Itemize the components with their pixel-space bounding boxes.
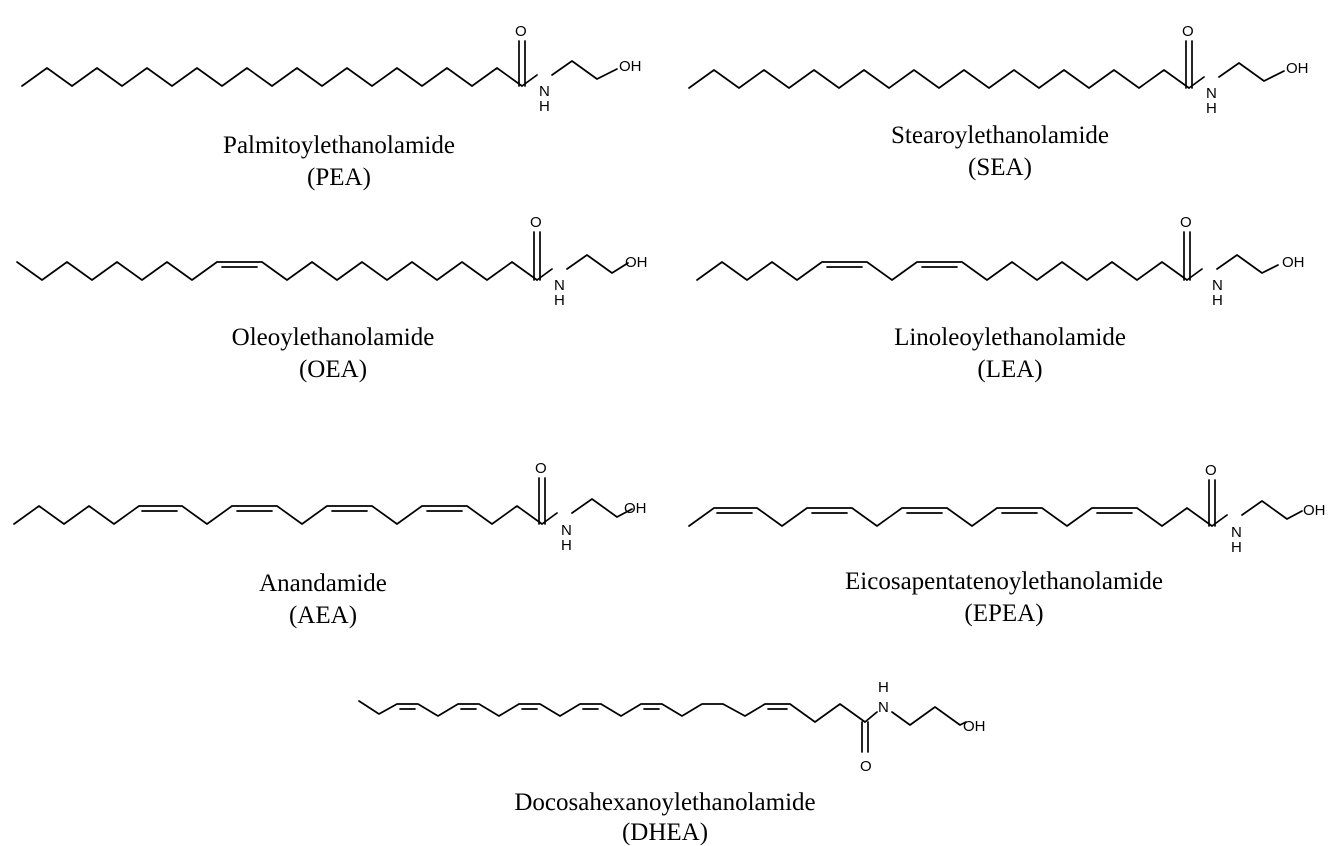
lea-name: Linoleoylethanolamide [894, 324, 1126, 351]
oea-amide-bonds [536, 254, 629, 281]
epea-carbon-chain [688, 507, 1213, 527]
epea-oxygen-label: O [1205, 462, 1217, 479]
epea-nitrogen-label: N [1231, 524, 1242, 541]
molecule-dhea: O H N OH Docosahexanoylethanolamide (DHE… [358, 679, 986, 846]
dhea-name: Docosahexanoylethanolamide [514, 789, 815, 816]
dhea-amide-bonds [864, 706, 967, 726]
molecule-aea: O N H OH Anandamide (AEA) [13, 460, 647, 629]
lea-carbon-chain [696, 261, 1188, 281]
oea-hydrogen-label: H [554, 292, 565, 309]
oea-nitrogen-label: N [554, 277, 565, 294]
molecule-oea: O N H OH Oleoylethanolamide (OEA) [16, 214, 648, 383]
lea-nitrogen-label: N [1212, 277, 1223, 294]
oea-abbreviation: (OEA) [299, 356, 367, 383]
sea-nitrogen-label: N [1206, 85, 1217, 102]
epea-hydroxyl-label: OH [1303, 502, 1326, 519]
sea-carbon-chain [688, 69, 1190, 89]
sea-hydrogen-label: H [1206, 100, 1217, 117]
dhea-hydrogen-label: H [878, 679, 889, 696]
sea-amide-bonds [1188, 62, 1285, 89]
epea-carbonyl-double-bond [1208, 479, 1216, 527]
dhea-oxygen-label: O [860, 758, 872, 775]
oea-carbonyl-double-bond [533, 231, 541, 281]
dhea-nitrogen-label: N [878, 699, 889, 716]
aea-oxygen-label: O [535, 460, 547, 477]
molecule-sea: O N H OH Stearoylethanolamide (SEA) [688, 23, 1309, 181]
dhea-abbreviation: (DHEA) [622, 819, 708, 846]
sea-abbreviation: (SEA) [968, 154, 1032, 181]
aea-carbon-chain [13, 505, 543, 525]
oea-carbon-chain [16, 261, 538, 281]
pea-hydrogen-label: H [539, 98, 550, 115]
pea-carbon-chain [21, 67, 523, 87]
aea-hydrogen-label: H [561, 537, 572, 554]
aea-abbreviation: (AEA) [289, 602, 357, 629]
lea-abbreviation: (LEA) [977, 356, 1042, 383]
aea-carbonyl-double-bond [538, 477, 546, 525]
pea-nitrogen-label: N [539, 83, 550, 100]
pea-carbonyl-double-bond [518, 40, 526, 87]
lea-hydroxyl-label: OH [1282, 254, 1305, 271]
aea-nitrogen-label: N [561, 522, 572, 539]
pea-amide-bonds [521, 60, 618, 87]
epea-abbreviation: (EPEA) [964, 600, 1043, 627]
aea-amide-bonds [541, 498, 633, 525]
lea-amide-bonds [1186, 254, 1279, 281]
aea-name: Anandamide [259, 570, 387, 597]
dhea-hydroxyl-label: OH [963, 718, 986, 735]
lea-hydrogen-label: H [1212, 292, 1223, 309]
molecule-epea: O N H OH Eicosapentatenoylethanolamide (… [688, 462, 1326, 627]
epea-name: Eicosapentatenoylethanolamide [845, 568, 1163, 595]
pea-abbreviation: (PEA) [307, 164, 371, 191]
pea-hydroxyl-label: OH [619, 58, 642, 75]
oea-name: Oleoylethanolamide [232, 324, 435, 351]
epea-amide-bonds [1211, 500, 1303, 527]
dhea-carbonyl-double-bond [861, 721, 869, 753]
dhea-carbon-chain [358, 700, 866, 723]
epea-hydrogen-label: H [1231, 539, 1242, 556]
molecule-pea: O N H OH Palmitoylethanolamide (PEA) [21, 23, 642, 191]
molecule-lea: O N H OH Linoleoylethanolamide (LEA) [696, 214, 1305, 383]
pea-oxygen-label: O [515, 23, 527, 40]
pea-name: Palmitoylethanolamide [223, 132, 455, 159]
sea-name: Stearoylethanolamide [891, 122, 1109, 149]
lea-carbonyl-double-bond [1183, 231, 1191, 281]
sea-oxygen-label: O [1182, 23, 1194, 40]
oea-oxygen-label: O [530, 214, 542, 231]
aea-hydroxyl-label: OH [624, 500, 647, 517]
sea-carbonyl-double-bond [1185, 40, 1193, 89]
sea-hydroxyl-label: OH [1286, 60, 1309, 77]
lea-oxygen-label: O [1180, 214, 1192, 231]
oea-hydroxyl-label: OH [625, 254, 648, 271]
